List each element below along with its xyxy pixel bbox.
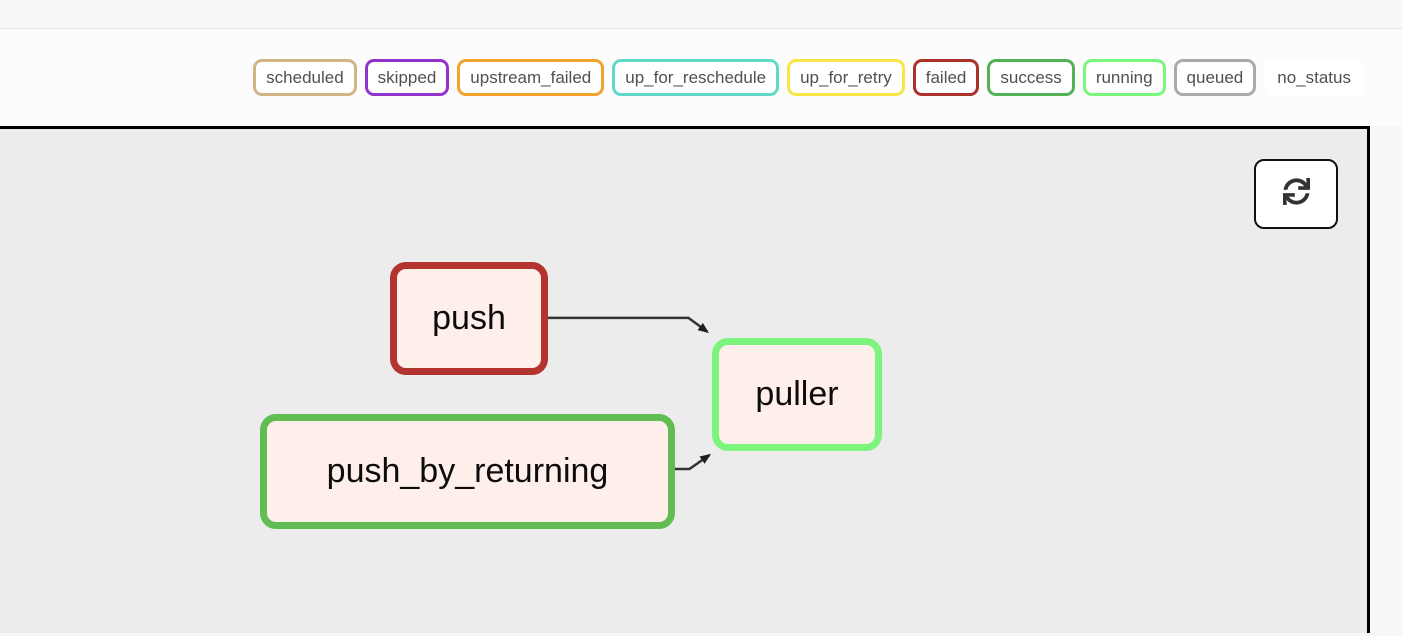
legend-badge-skipped: skipped: [364, 59, 450, 96]
task-node-label: push_by_returning: [326, 452, 609, 490]
legend-badge-running: running: [1082, 59, 1166, 96]
refresh-button[interactable]: [1254, 159, 1338, 229]
task-node-puller[interactable]: puller: [712, 338, 882, 451]
refresh-icon: [1282, 178, 1310, 210]
edge-push-to-puller: [547, 316, 709, 333]
task-node-push[interactable]: push: [390, 262, 548, 375]
task-node-push_by_returning[interactable]: push_by_returning: [260, 414, 675, 529]
legend-badge-success: success: [987, 59, 1075, 96]
legend-badge-queued: queued: [1173, 59, 1257, 96]
legend-badge-up_for_reschedule: up_for_reschedule: [612, 59, 780, 96]
dag-graph-panel: push puller push_by_returning: [0, 126, 1370, 633]
top-strip: [0, 0, 1402, 29]
legend-badge-scheduled: scheduled: [253, 59, 357, 96]
dag-edges: [547, 316, 711, 471]
legend-badge-upstream_failed: upstream_failed: [457, 59, 605, 96]
legend-badge-up_for_retry: up_for_retry: [787, 59, 905, 96]
task-node-label: puller: [755, 375, 839, 413]
legend-badge-failed: failed: [912, 59, 980, 96]
legend-badge-no_status: no_status: [1264, 59, 1364, 96]
task-node-label: push: [432, 299, 506, 337]
edge-push_by_returning-to-puller: [674, 453, 711, 471]
